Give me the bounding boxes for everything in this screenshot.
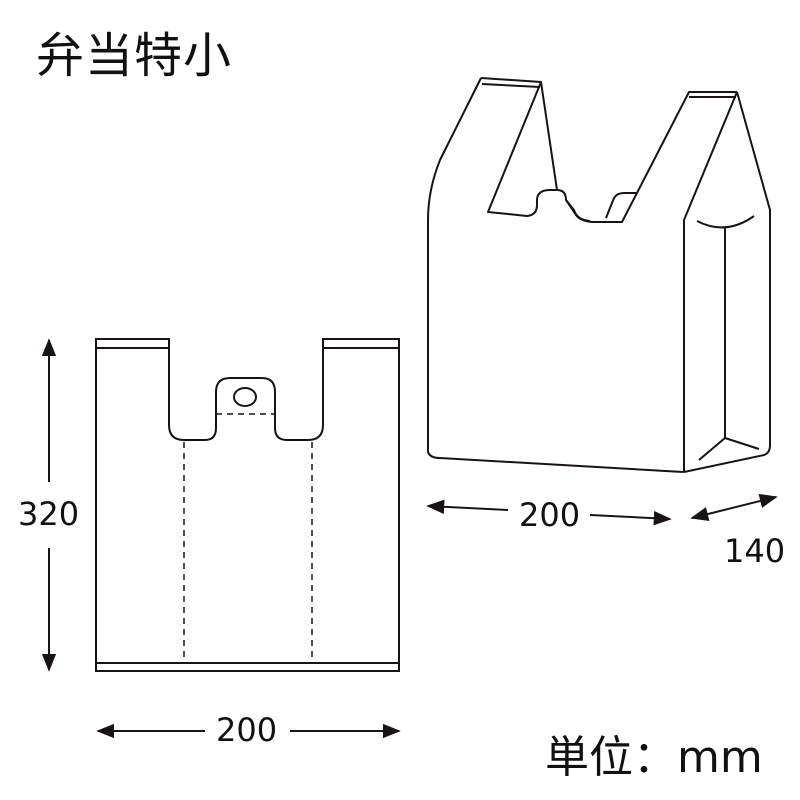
perspective-width-label: 200: [515, 497, 585, 533]
unit-label: 単位：mm: [545, 732, 763, 783]
perspective-bag-outline: [427, 77, 771, 473]
product-title: 弁当特小: [36, 28, 233, 84]
flat-bag-outline: [95, 338, 400, 672]
flat-width-label: 200: [212, 712, 282, 748]
gusset-dimension-arrow: [690, 493, 778, 522]
gusset-depth-label: 140: [720, 533, 790, 569]
flat-height-label: 320: [14, 496, 84, 532]
perspective-width-dimension-arrow: [426, 499, 672, 526]
flat-bag-fold-lines: [183, 413, 313, 663]
